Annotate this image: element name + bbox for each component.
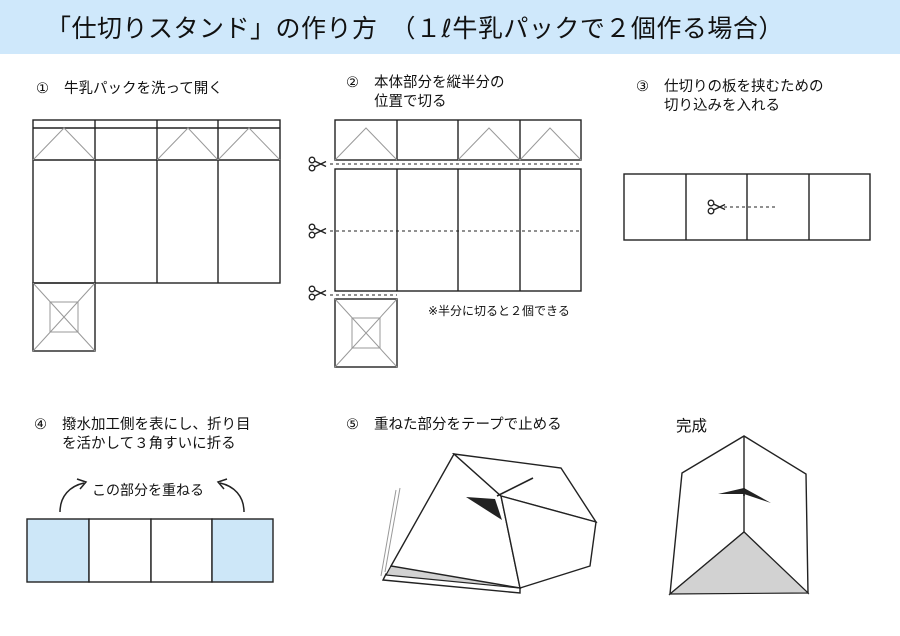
step-3-text-line2: 切り込みを入れる xyxy=(664,98,780,114)
plain-panel xyxy=(88,518,152,583)
overlap-label: この部分を重ねる xyxy=(92,483,204,499)
completed-stand-base xyxy=(668,531,810,595)
step-4-text-line1: 撥水加工側を表にし、折り目 xyxy=(62,417,251,433)
arrow-head xyxy=(76,478,88,490)
step-1-caption: ① 牛乳パックを洗って開く xyxy=(36,80,223,99)
page-title: 「仕切りスタンド」の作り方 （１ℓ牛乳パックで２個作る場合） xyxy=(46,14,784,43)
step-2-note: ※半分に切ると２個できる xyxy=(428,304,570,318)
strip-with-slit xyxy=(623,173,871,241)
carton-bottom-creases xyxy=(32,282,96,352)
step-3-text-line1: 仕切りの板を挟むための xyxy=(664,79,824,95)
opened-carton xyxy=(32,119,281,352)
stand-right-side xyxy=(500,495,597,589)
step-4-number: ④ xyxy=(34,417,47,433)
curved-arrow-icon xyxy=(219,482,245,513)
step-2-text-line1: 本体部分を縦半分の xyxy=(374,75,505,91)
tape-edge-lines xyxy=(380,487,401,577)
step-3-number: ③ xyxy=(636,79,649,95)
cut-bottom-flap xyxy=(334,298,398,368)
cut-body-panels xyxy=(334,168,582,292)
overlap-panel-right xyxy=(211,518,274,583)
step-4-caption: ④ 撥水加工側を表にし、折り目 を活かして３角すいに折る xyxy=(34,416,251,454)
arrow-head xyxy=(216,478,228,490)
fold-strip xyxy=(26,518,274,583)
step-1-text: 牛乳パックを洗って開く xyxy=(64,81,223,97)
carton-bottom-flap xyxy=(32,282,96,352)
slit-opening xyxy=(466,497,502,520)
slit-opening xyxy=(718,488,771,503)
step-5-number: ⑤ xyxy=(346,417,359,433)
step-2-caption: ② 本体部分を縦半分の 位置で切る xyxy=(346,74,505,112)
step-5-caption: ⑤ 重ねた部分をテープで止める xyxy=(346,416,562,435)
step-4-text-line2: を活かして３角すいに折る xyxy=(62,436,236,452)
scissors-icon xyxy=(308,156,327,172)
cut-top-strip xyxy=(334,119,582,161)
scissors-icon xyxy=(308,223,327,239)
scissors-icon xyxy=(308,285,327,301)
slit-line xyxy=(496,477,534,497)
step-3-caption: ③ 仕切りの板を挟むための 切り込みを入れる xyxy=(636,78,824,116)
title-bar xyxy=(0,0,900,54)
carton-bottom-square xyxy=(49,301,79,333)
completed-label: 完成 xyxy=(676,417,708,435)
carton-top-creases xyxy=(32,127,281,161)
step-2-number: ② xyxy=(346,75,359,91)
completed-stand xyxy=(668,435,810,596)
curved-arrow-icon xyxy=(59,482,85,513)
step-1-number: ① xyxy=(36,81,49,97)
overlap-panel-left xyxy=(26,518,90,583)
plain-panel xyxy=(150,518,213,583)
step-5-text: 重ねた部分をテープで止める xyxy=(374,417,562,433)
scissors-icon xyxy=(707,199,726,215)
taped-stand xyxy=(380,452,598,594)
step-2-text-line2: 位置で切る xyxy=(374,94,447,110)
